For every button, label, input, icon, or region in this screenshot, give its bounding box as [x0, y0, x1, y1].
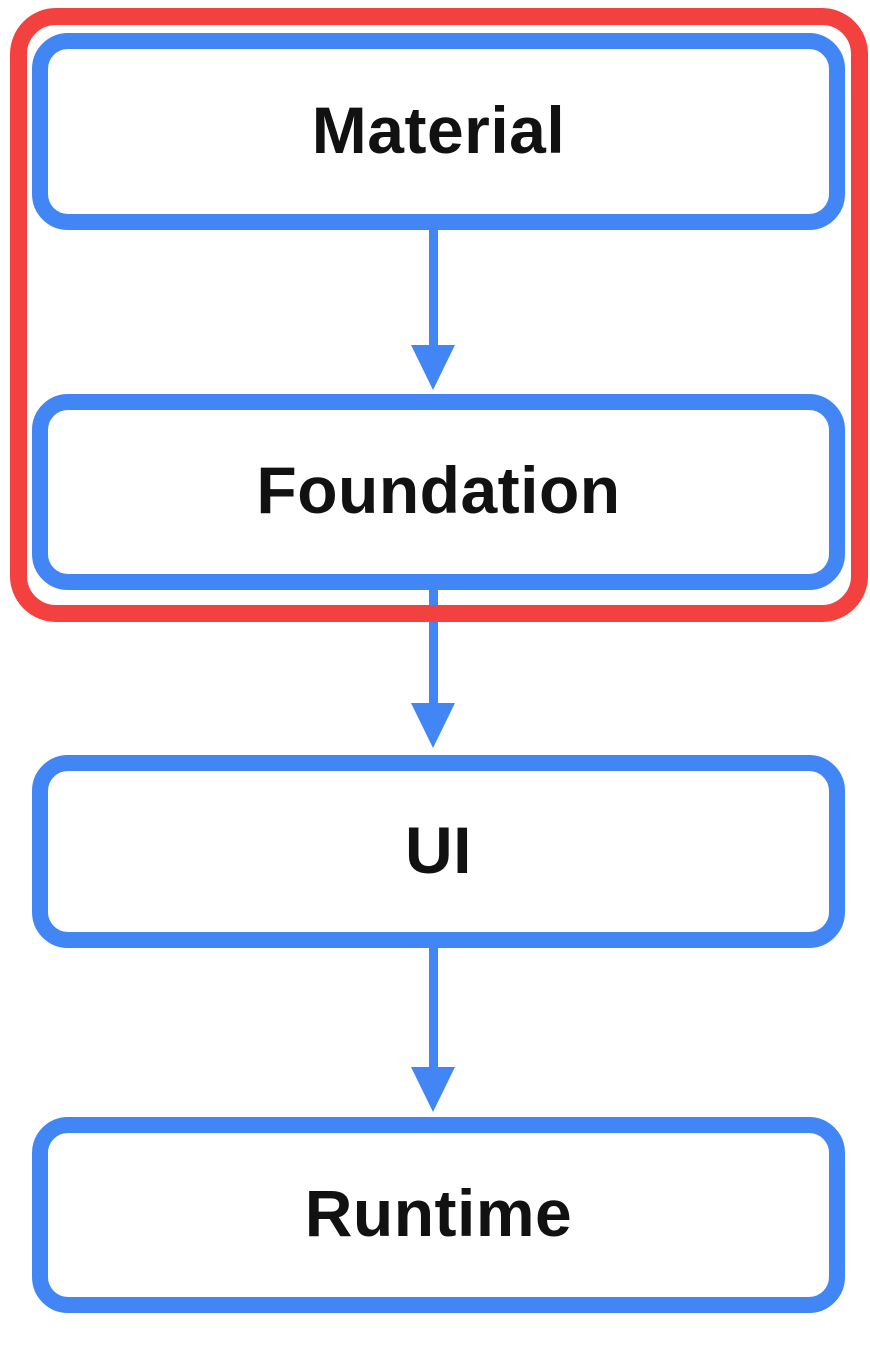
arrow-shaft	[428, 946, 438, 1067]
node-runtime-label: Runtime	[304, 1176, 573, 1250]
arrow-down-icon	[411, 345, 455, 390]
arrow-shaft	[428, 228, 438, 345]
node-runtime: Runtime	[32, 1117, 845, 1313]
arrow-ui-to-runtime	[411, 946, 455, 1112]
node-material-label: Material	[311, 92, 566, 167]
highlight-group-outline	[10, 8, 868, 622]
node-material: Material	[32, 33, 845, 230]
node-foundation-label: Foundation	[256, 453, 621, 527]
arrow-down-icon	[411, 703, 455, 748]
arrow-down-icon	[411, 1067, 455, 1112]
arrow-material-to-foundation	[411, 228, 455, 390]
node-foundation: Foundation	[32, 394, 845, 590]
node-ui-label: UI	[405, 812, 472, 887]
arrow-foundation-to-ui	[411, 588, 455, 748]
arrow-shaft	[428, 588, 438, 703]
node-ui: UI	[32, 755, 845, 948]
